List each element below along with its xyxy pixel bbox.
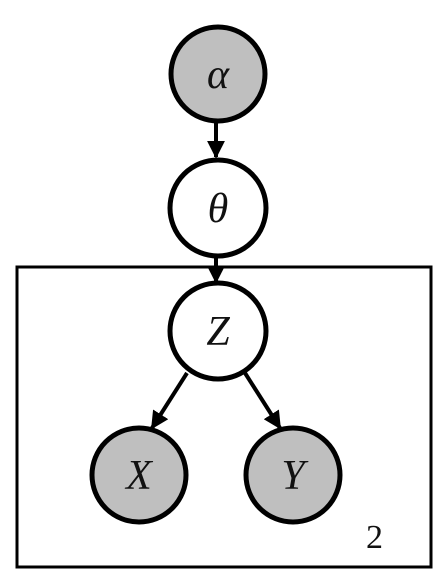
node-theta: θ: [167, 157, 269, 259]
plate-count-label: 2: [366, 519, 383, 556]
node-alpha-circle: [168, 24, 268, 124]
node-z-circle: [167, 280, 269, 382]
edge-z-y: [243, 371, 282, 430]
node-z-label: Z: [206, 309, 230, 355]
node-alpha-label: α: [207, 52, 230, 98]
node-y: Y: [243, 425, 343, 525]
node-x: X: [89, 425, 189, 525]
node-y-circle: [243, 425, 343, 525]
edge-z-x: [150, 371, 189, 430]
node-y-label: Y: [281, 453, 309, 499]
node-theta-label: θ: [208, 186, 229, 232]
node-x-label: X: [124, 453, 154, 499]
node-alpha: α: [168, 24, 268, 124]
node-z: Z: [167, 280, 269, 382]
node-x-circle: [89, 425, 189, 525]
edges: [150, 119, 282, 430]
node-theta-circle: [167, 157, 269, 259]
